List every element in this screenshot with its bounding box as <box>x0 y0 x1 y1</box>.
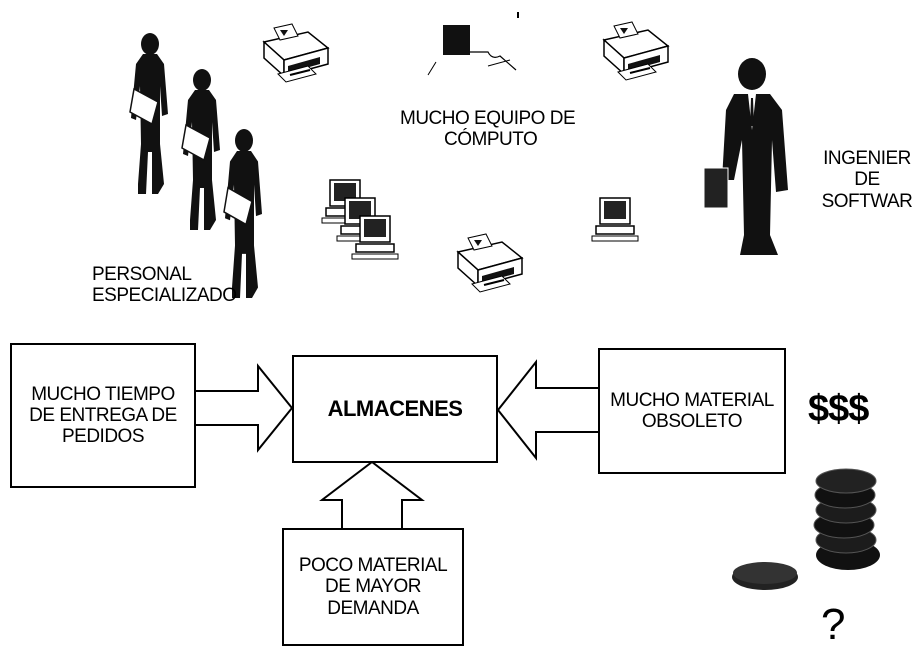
person-icon <box>129 32 169 195</box>
money-label: $$$ <box>808 388 869 430</box>
printer-icon <box>457 233 523 293</box>
arrow-left <box>496 359 601 461</box>
arrow-right <box>194 363 294 453</box>
computer-icon <box>427 12 519 76</box>
box-obsoleto-text: MUCHO MATERIAL OBSOLETO <box>610 389 774 432</box>
box-tiempo-text: MUCHO TIEMPO DE ENTREGA DE PEDIDOS <box>29 383 177 448</box>
arrow-up <box>319 460 425 531</box>
businessman-icon <box>703 58 788 255</box>
personal-label: PERSONAL ESPECIALIZADO <box>92 264 237 307</box>
equipo-label-line1: MUCHO EQUIPO DE <box>400 108 576 129</box>
ingeniero-label-line1: INGENIER <box>823 148 911 169</box>
equipo-label-line2: CÓMPUTO <box>444 129 538 151</box>
ingeniero-label-line3: SOFTWAR <box>821 190 913 212</box>
printer-icon <box>263 23 329 83</box>
box-almacenes-text: ALMACENES <box>327 395 463 421</box>
equipo-label: MUCHO EQUIPO DE CÓMPUTO <box>400 108 640 151</box>
box-poco-text: POCO MATERIAL DE MAYOR DEMANDA <box>298 555 448 619</box>
box-tiempo: MUCHO TIEMPO DE ENTREGA DE PEDIDOS <box>10 343 196 488</box>
person-icon <box>181 68 221 231</box>
box-poco: POCO MATERIAL DE MAYOR DEMANDA <box>282 528 464 646</box>
ingeniero-label: INGENIER DE SOFTWAR <box>812 148 922 212</box>
printer-icon <box>603 21 669 81</box>
computer-icon <box>591 197 639 242</box>
ingeniero-label-line2: DE <box>854 169 880 191</box>
question-mark: ? <box>821 600 845 649</box>
coins-icon <box>732 468 880 590</box>
box-almacenes: ALMACENES <box>292 355 498 463</box>
box-obsoleto: MUCHO MATERIAL OBSOLETO <box>598 348 786 474</box>
